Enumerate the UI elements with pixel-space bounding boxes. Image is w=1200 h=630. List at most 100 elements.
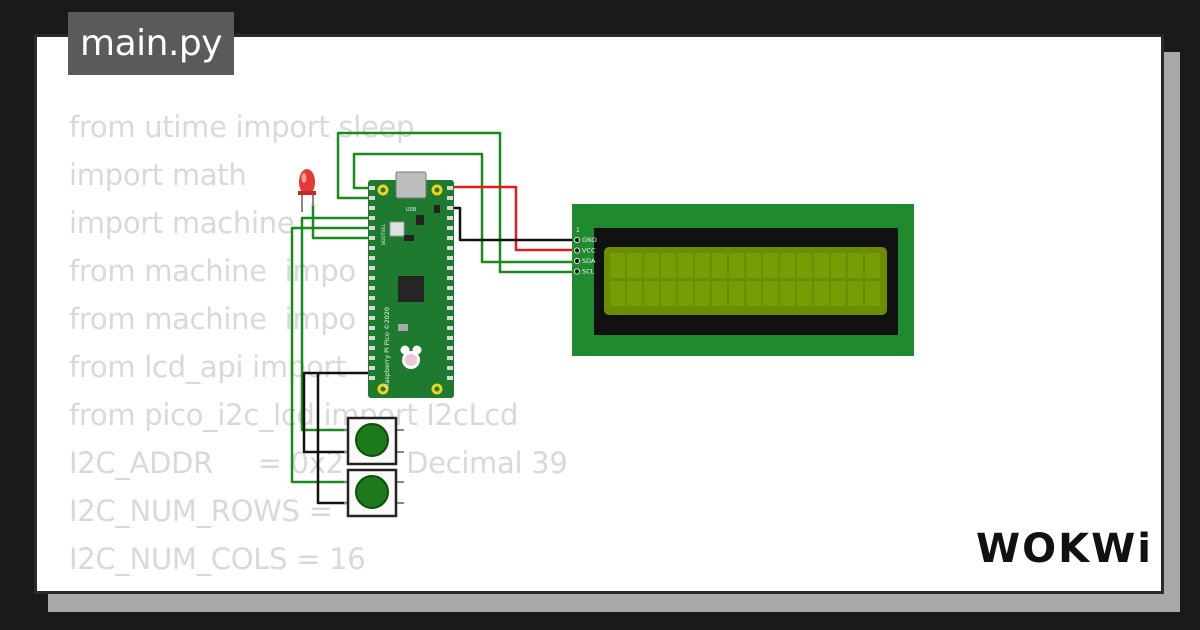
- lcd-cell: [780, 281, 795, 306]
- bootsel-button: [389, 221, 405, 237]
- code-line: I2C_NUM_COLS = 16: [69, 542, 366, 576]
- pico-pin[interactable]: [447, 316, 453, 320]
- pico-pin[interactable]: [369, 336, 375, 340]
- pico-pin[interactable]: [447, 236, 453, 240]
- pico-pin[interactable]: [369, 216, 375, 220]
- pico-pin[interactable]: [447, 216, 453, 220]
- pico-pin[interactable]: [447, 376, 453, 380]
- lcd-cell: [610, 281, 625, 306]
- pico-pin[interactable]: [369, 196, 375, 200]
- pico-pin[interactable]: [447, 326, 453, 330]
- lcd-cell: [831, 253, 846, 278]
- lcd-cell: [865, 253, 880, 278]
- pico-pin[interactable]: [369, 276, 375, 280]
- lcd-cell: [763, 281, 778, 306]
- pico-pin[interactable]: [447, 286, 453, 290]
- pico-pin[interactable]: [447, 346, 453, 350]
- lcd-pin-gnd[interactable]: [573, 236, 581, 244]
- lcd-pin-sda[interactable]: [573, 257, 581, 265]
- file-tab[interactable]: main.py: [68, 12, 235, 75]
- pico-pin[interactable]: [369, 356, 375, 360]
- lcd-pin-scl[interactable]: [573, 268, 581, 275]
- pico-pin[interactable]: [369, 366, 375, 370]
- raspberry-pi-pico[interactable]: USB BOOTSEL Raspberry Pi Pico ©2020: [368, 171, 454, 398]
- pico-pin[interactable]: [447, 366, 453, 370]
- pushbutton-1[interactable]: [344, 416, 404, 466]
- wire-green-led: [311, 204, 370, 240]
- pico-pin[interactable]: [369, 266, 375, 270]
- pico-pin[interactable]: [447, 226, 453, 230]
- code-line: from pico_i2c_lcd import I2cLcd: [69, 398, 519, 432]
- wires: [290, 131, 580, 505]
- pico-pin[interactable]: [369, 316, 375, 320]
- lcd-pin-1-label: 1: [576, 227, 580, 234]
- code-line: I2C_NUM_ROWS =: [69, 494, 333, 528]
- pico-pin[interactable]: [447, 336, 453, 340]
- wire-green-top: [336, 131, 580, 274]
- lcd-pin-label: VCC: [582, 247, 596, 255]
- pico-pin[interactable]: [369, 326, 375, 330]
- wokwi-logo: WOKWi: [976, 526, 1153, 572]
- pico-pin[interactable]: [369, 186, 375, 190]
- code-line: from machine impo: [69, 254, 356, 288]
- pico-pin[interactable]: [369, 236, 375, 240]
- pico-pin[interactable]: [369, 306, 375, 310]
- red-led[interactable]: [298, 169, 316, 212]
- lcd-cell: [831, 281, 846, 306]
- pico-pin[interactable]: [369, 286, 375, 290]
- button-2-cap: [355, 475, 389, 509]
- lcd-cell: [729, 281, 744, 306]
- pico-pin[interactable]: [447, 296, 453, 300]
- pico-pin[interactable]: [369, 376, 375, 380]
- pico-pin[interactable]: [447, 256, 453, 260]
- button-1-cap: [355, 423, 389, 457]
- wire-red-vcc: [452, 185, 580, 252]
- pico-pin[interactable]: [447, 206, 453, 210]
- pushbutton-2[interactable]: [344, 468, 404, 518]
- code-line: from utime import sleep: [69, 110, 415, 144]
- pico-pin[interactable]: [447, 306, 453, 310]
- lcd-cell: [644, 281, 659, 306]
- pico-pin[interactable]: [447, 356, 453, 360]
- pico-right-pins: [447, 186, 453, 380]
- lcd-cell: [712, 281, 727, 306]
- code-line: import machine: [69, 206, 295, 240]
- board-label: Raspberry Pi Pico ©2020: [383, 307, 391, 388]
- lcd-cell: [661, 253, 676, 278]
- wire-green-4: [300, 216, 370, 432]
- pico-pin[interactable]: [369, 246, 375, 250]
- code-line: import math: [69, 158, 247, 192]
- lcd-pin-label: SCL: [582, 268, 595, 276]
- pico-pin[interactable]: [447, 186, 453, 190]
- lcd-cell: [814, 253, 829, 278]
- pico-pin[interactable]: [447, 196, 453, 200]
- pico-pin[interactable]: [369, 346, 375, 350]
- pico-pin[interactable]: [447, 246, 453, 250]
- wire-black-btn1: [302, 371, 370, 454]
- pico-pin[interactable]: [447, 266, 453, 270]
- lcd-cell: [780, 253, 795, 278]
- lcd-cell: [763, 253, 778, 278]
- pico-pin[interactable]: [369, 296, 375, 300]
- pico-pin[interactable]: [369, 226, 375, 230]
- lcd-cell: [746, 281, 761, 306]
- pico-pin[interactable]: [447, 276, 453, 280]
- lcd-cell: [695, 281, 710, 306]
- pico-pin[interactable]: [369, 206, 375, 210]
- lcd-cell: [814, 281, 829, 306]
- bootsel-label: BOOTSEL: [381, 223, 387, 245]
- lcd-pin-label: GND: [582, 236, 597, 244]
- pico-pin[interactable]: [369, 256, 375, 260]
- lcd-character-cells: [610, 253, 880, 306]
- pico-left-pins: [369, 186, 375, 380]
- lcd-cell: [644, 253, 659, 278]
- lcd-cell: [661, 281, 676, 306]
- wire-black-btn2: [316, 373, 346, 505]
- lcd-cell: [848, 281, 863, 306]
- lcd-pin-vcc[interactable]: [573, 247, 581, 254]
- code-line: SDA_PIN = 0: [69, 583, 567, 591]
- lcd-cell: [610, 253, 625, 278]
